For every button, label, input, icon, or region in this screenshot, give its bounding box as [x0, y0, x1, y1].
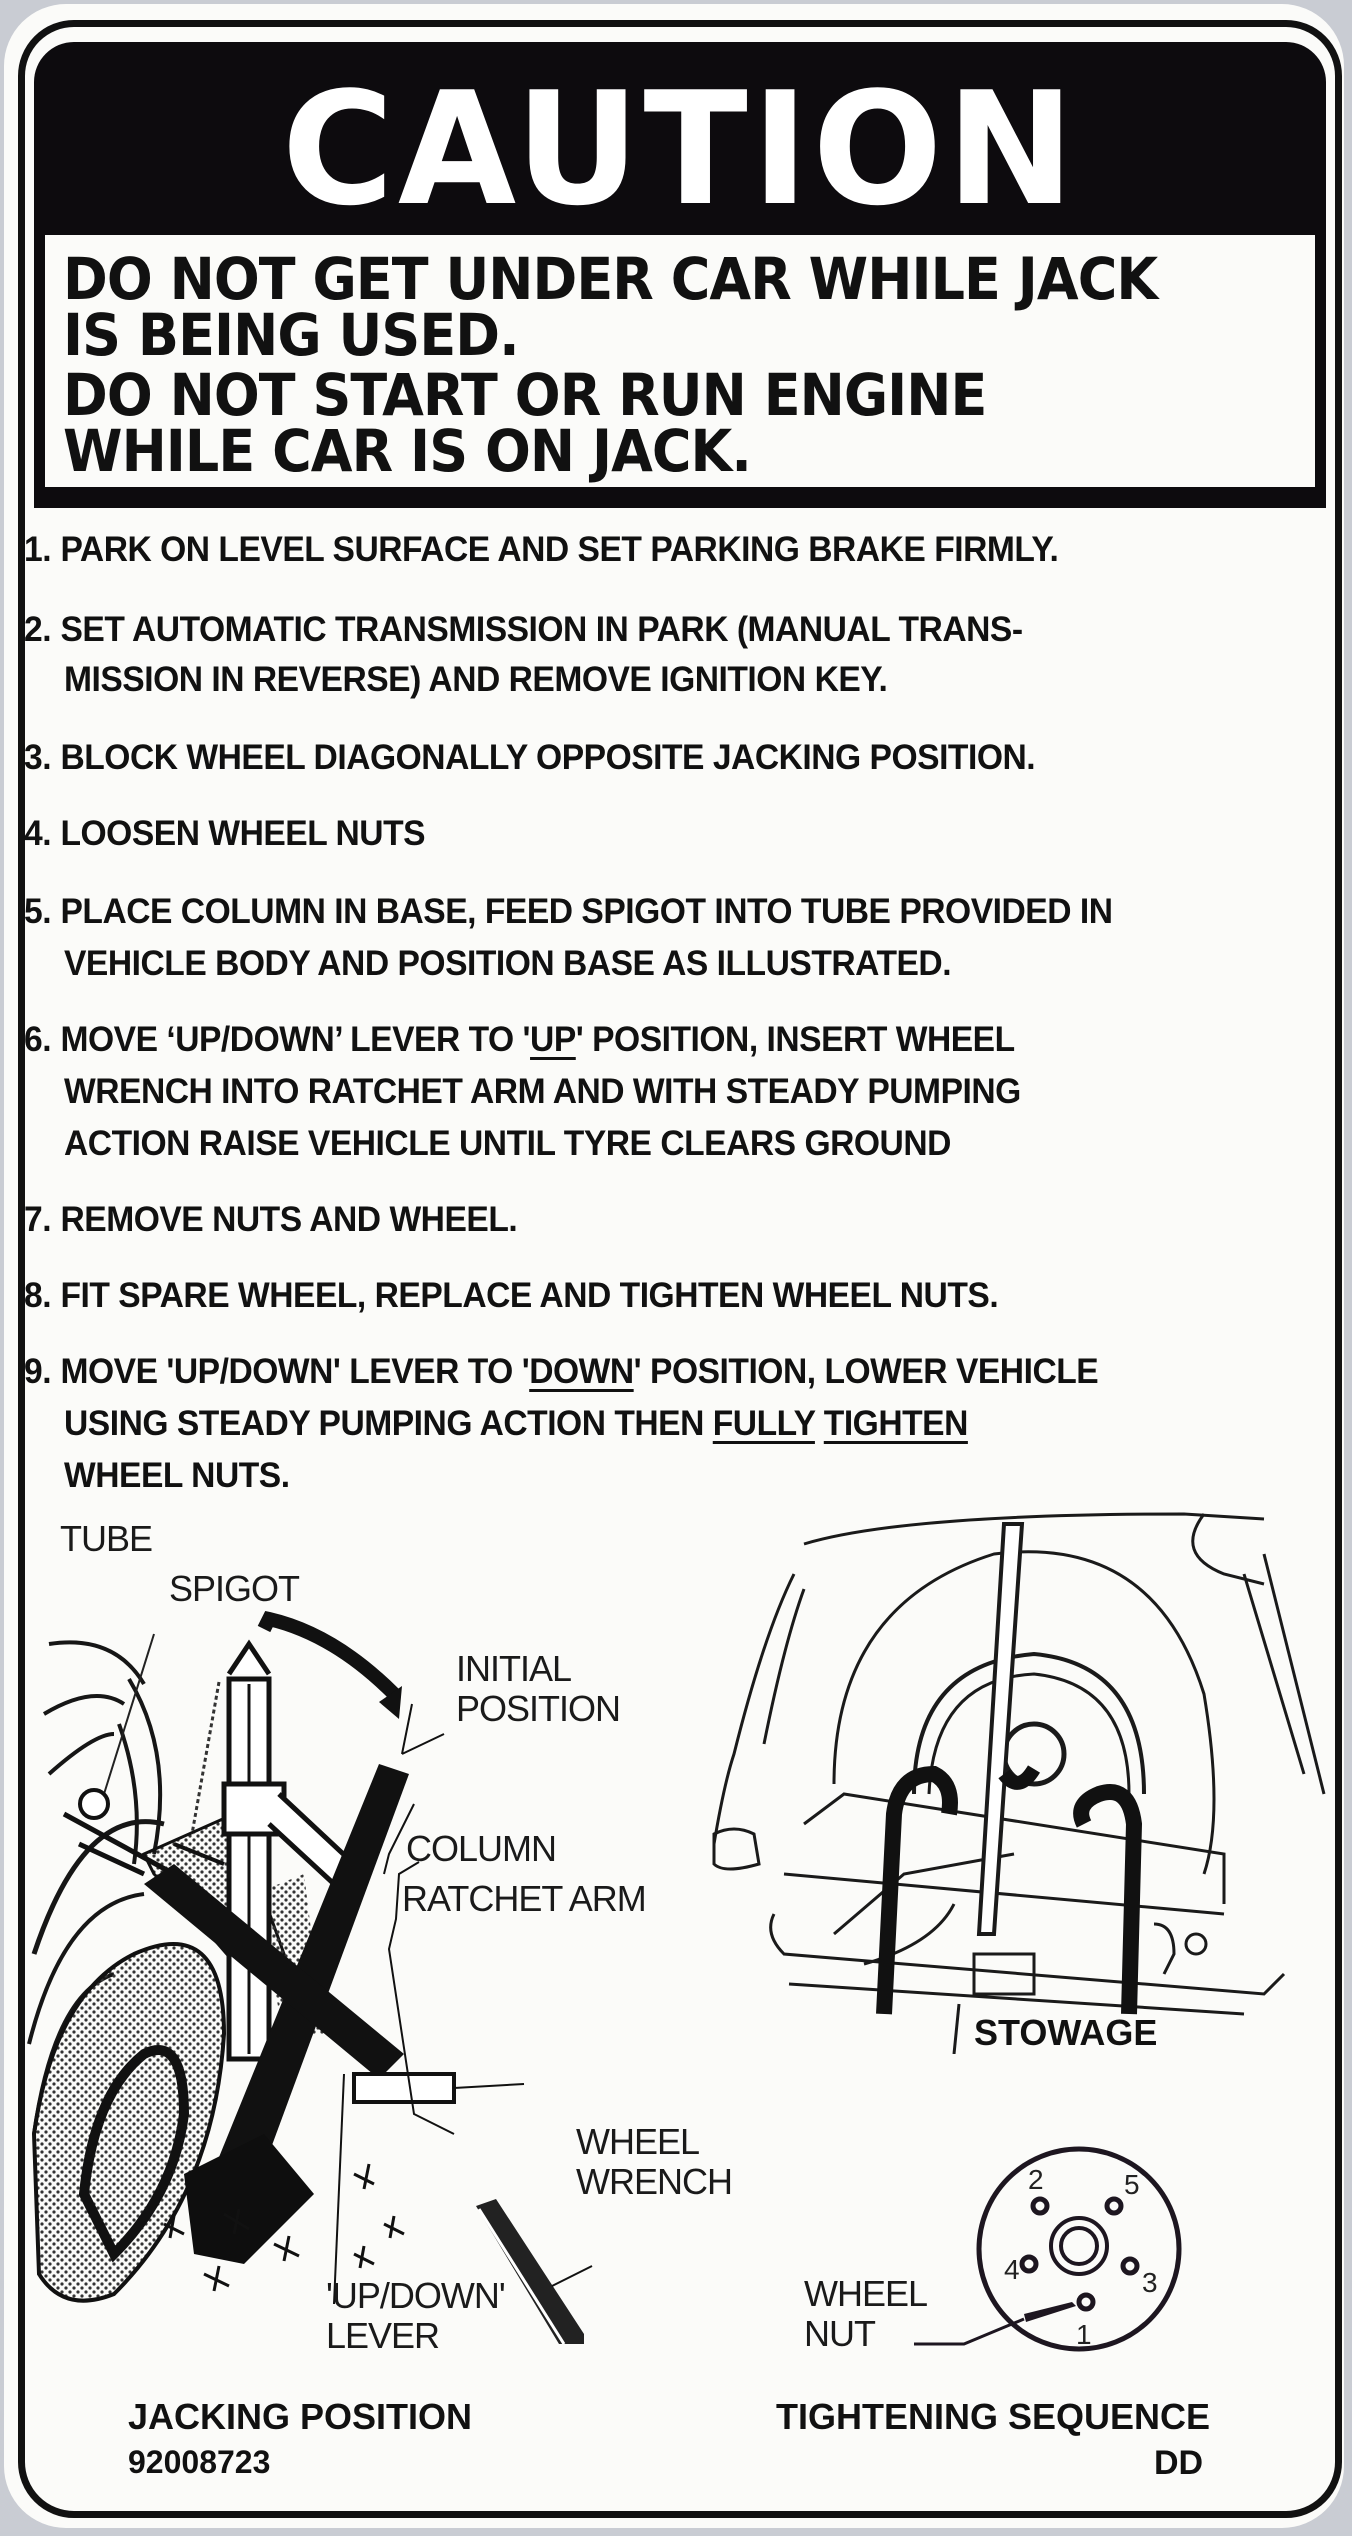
step-2: 2.SET AUTOMATIC TRANSMISSION IN PARK (MA… — [24, 610, 1023, 649]
step-8: 8.FIT SPARE WHEEL, REPLACE AND TIGHTEN W… — [24, 1276, 999, 1315]
warning-line: DO NOT START OR RUN ENGINE — [63, 361, 987, 429]
callout-spigot: SPIGOT — [169, 1568, 300, 1609]
seq-1: 1 — [1076, 2319, 1092, 2350]
step-5: 5.PLACE COLUMN IN BASE, FEED SPIGOT INTO… — [24, 892, 1113, 931]
code-dd: DD — [1154, 2444, 1204, 2482]
callout-ratchet-arm: RATCHET ARM — [402, 1878, 647, 1919]
label-border — [18, 20, 1342, 2518]
warning-line: DO NOT GET UNDER CAR WHILE JACK — [63, 245, 1158, 313]
stowage-illustration — [712, 1512, 1326, 2054]
caption-jacking-position: JACKING POSITION — [128, 2396, 473, 2437]
callout-column: COLUMN — [406, 1828, 557, 1869]
step-1: 1.PARK ON LEVEL SURFACE AND SET PARKING … — [24, 530, 1059, 569]
callout-tube: TUBE — [60, 1518, 153, 1559]
jacking-position-illustration — [27, 1610, 593, 2344]
step-7: 7.REMOVE NUTS AND WHEEL. — [24, 1200, 518, 1239]
seq-3: 3 — [1142, 2267, 1158, 2298]
caution-header: CAUTION DO NOT GET UNDER CAR WHILE JACK … — [34, 42, 1326, 508]
step-2-cont: MISSION IN REVERSE) AND REMOVE IGNITION … — [64, 660, 888, 699]
stud-2 — [1030, 2196, 1050, 2216]
step-9-cont: USING STEADY PUMPING ACTION THEN FULLY T… — [64, 1404, 968, 1443]
caution-title: CAUTION — [281, 58, 1079, 240]
caption-tightening-sequence: TIGHTENING SEQUENCE — [776, 2396, 1211, 2437]
step-6-cont: ACTION RAISE VEHICLE UNTIL TYRE CLEARS G… — [64, 1124, 951, 1163]
step-5-cont: VEHICLE BODY AND POSITION BASE AS ILLUST… — [64, 944, 952, 983]
part-number: 92008723 — [128, 2444, 271, 2480]
seq-2: 2 — [1028, 2164, 1044, 2195]
stud-1 — [1076, 2292, 1096, 2312]
callout-up-down-lever: 'UP/DOWN'LEVER — [326, 2275, 506, 2356]
stud-4 — [1019, 2254, 1039, 2274]
step-9-cont: WHEEL NUTS. — [64, 1456, 290, 1495]
stud-3 — [1120, 2256, 1140, 2276]
step-3: 3.BLOCK WHEEL DIAGONALLY OPPOSITE JACKIN… — [24, 738, 1036, 777]
stud-5 — [1104, 2196, 1124, 2216]
step-6-cont: WRENCH INTO RATCHET ARM AND WITH STEADY … — [64, 1072, 1021, 1111]
seq-5: 5 — [1124, 2169, 1140, 2200]
wheel-nut-leader — [914, 2317, 1025, 2346]
step-9: 9.MOVE 'UP/DOWN' LEVER TO 'DOWN' POSITIO… — [24, 1352, 1099, 1391]
caution-label: CAUTION DO NOT GET UNDER CAR WHILE JACK … — [4, 4, 1344, 2528]
warning-box: DO NOT GET UNDER CAR WHILE JACK IS BEING… — [42, 232, 1318, 490]
step-6: 6.MOVE ‘UP/DOWN’ LEVER TO 'UP' POSITION,… — [24, 1020, 1015, 1059]
warning-line: IS BEING USED. — [63, 301, 520, 369]
caption-stowage: STOWAGE — [974, 2012, 1158, 2053]
warning-line: WHILE CAR IS ON JACK. — [63, 417, 752, 485]
step-4: 4.LOOSEN WHEEL NUTS — [24, 814, 426, 853]
seq-4: 4 — [1004, 2254, 1020, 2285]
tightening-sequence-diagram: 2 5 4 3 1 — [976, 2146, 1182, 2352]
